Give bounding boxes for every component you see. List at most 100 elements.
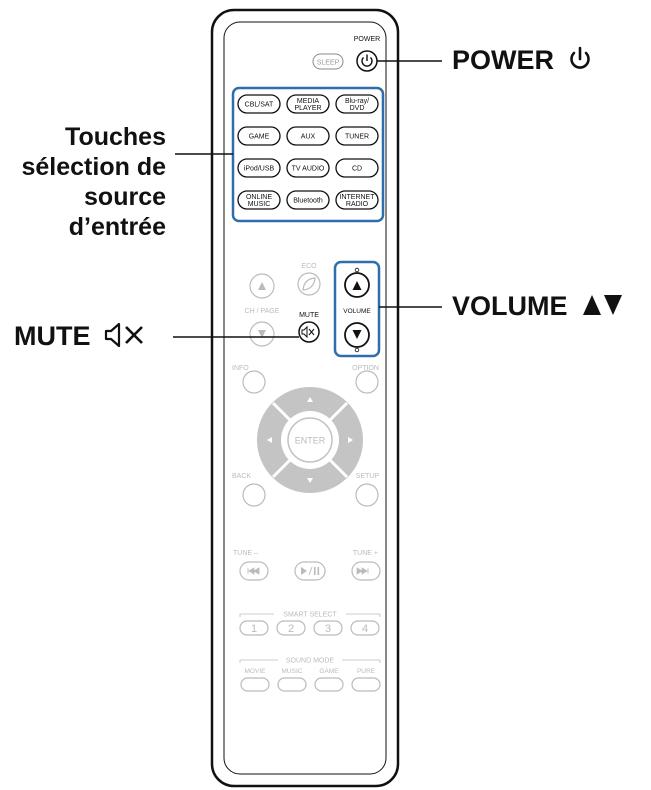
triangle-down-icon [258, 330, 266, 338]
cursor-down-icon [307, 478, 313, 483]
cursor-left-icon [267, 437, 272, 443]
smart-select-label: SMART SELECT [283, 612, 337, 619]
input-select-callout: Touches sélection de source d’entrée [22, 122, 167, 242]
source-button-label: AUX [301, 134, 316, 141]
triangle-up-icon [352, 281, 362, 290]
power-callout: POWER [452, 45, 592, 76]
sound-mode-label-pure: PURE [357, 668, 376, 675]
source-button-label: iPod/USB [244, 166, 275, 173]
volume-callout: VOLUME [452, 291, 623, 322]
setup-label: SETUP [356, 473, 380, 480]
sound-mode-label-music: MUSIC [282, 668, 303, 675]
source-button-label: Bluetooth [293, 198, 323, 205]
smart-select-buttons: 1 2 3 4 [239, 620, 380, 636]
remote-inner-outline [223, 21, 387, 775]
triangle-down-icon [352, 330, 362, 339]
triangle-up-icon [258, 282, 266, 290]
source-button-label: CD [352, 166, 362, 173]
skip-forward-icon [356, 567, 369, 575]
source-button-label: TV AUDIO [292, 166, 325, 173]
leaf-icon [302, 277, 316, 291]
volume-group-highlight [333, 260, 381, 358]
source-button-bluetooth[interactable]: Bluetooth [286, 190, 330, 210]
speaker-mute-icon [104, 322, 143, 348]
source-button-tuner[interactable]: TUNER [335, 126, 379, 146]
volume-up-button[interactable] [344, 272, 370, 298]
info-button[interactable] [242, 370, 266, 394]
next-track-button[interactable] [351, 561, 381, 581]
cursor-right-icon [348, 437, 353, 443]
power-icon [361, 54, 373, 67]
source-button-cd[interactable]: CD [335, 158, 379, 178]
skip-back-icon [247, 567, 260, 575]
sound-mode-label: SOUND MODE [286, 658, 335, 665]
smart-select-button-label: 2 [288, 623, 294, 635]
volume-callout-label: VOLUME [452, 291, 568, 321]
play-pause-button[interactable] [294, 561, 326, 581]
ch-page-up-button[interactable] [249, 273, 275, 299]
source-button-label: Blu-ray/DVD [345, 98, 369, 112]
mute-button-label: MUTE [299, 312, 319, 319]
source-button-label: CBL/SAT [245, 102, 274, 109]
mute-button[interactable] [298, 321, 320, 343]
smart-select-button-2[interactable]: 2 [276, 620, 306, 636]
power-icon [569, 46, 590, 69]
smart-select-button-label: 1 [251, 623, 257, 635]
source-button-blu-ray-dvd[interactable]: Blu-ray/DVD [335, 94, 379, 114]
enter-label: ENTER [295, 436, 326, 446]
eco-button[interactable] [297, 272, 321, 296]
sound-mode-label-game: GAME [319, 668, 339, 675]
sound-mode-label-movie: MOVIE [245, 668, 267, 675]
smart-select-button-label: 4 [362, 623, 368, 635]
source-button-ipod-usb[interactable]: iPod/USB [237, 158, 281, 178]
play-pause-icon [301, 567, 307, 575]
back-button[interactable] [242, 483, 266, 507]
mute-callout-label: MUTE [14, 321, 91, 351]
sleep-label: SLEEP [317, 60, 340, 67]
input-select-line-3: source [84, 183, 166, 211]
eco-label: ECO [301, 263, 317, 270]
input-select-line-1: Touches [65, 123, 166, 151]
enter-button[interactable]: ENTER [287, 417, 333, 463]
sound-mode-button-game[interactable] [314, 677, 344, 692]
speaker-mute-icon [301, 325, 315, 339]
tune-minus-label: TUNE – [233, 550, 258, 557]
smart-select-button-1[interactable]: 1 [239, 620, 269, 636]
setup-button[interactable] [355, 483, 379, 507]
tune-plus-label: TUNE + [353, 550, 378, 557]
mute-callout: MUTE [14, 321, 148, 352]
option-label: OPTION [352, 365, 379, 372]
sound-mode-buttons: MOVIE MUSIC GAME PURE [240, 668, 381, 692]
ch-page-down-button[interactable] [249, 321, 275, 347]
smart-select-button-3[interactable]: 3 [313, 620, 343, 636]
sound-mode-button-movie[interactable] [240, 677, 270, 692]
info-label: INFO [232, 365, 249, 372]
volume-down-button[interactable] [344, 322, 370, 348]
power-button-label: POWER [354, 36, 380, 43]
source-button-tv-audio[interactable]: TV AUDIO [286, 158, 330, 178]
source-button-cbl-sat[interactable]: CBL/SAT [237, 94, 281, 114]
input-select-line-2: sélection de [21, 153, 167, 181]
option-button[interactable] [355, 370, 379, 394]
previous-track-button[interactable] [239, 561, 269, 581]
source-button-label: TUNER [345, 134, 369, 141]
sound-mode-button-music[interactable] [277, 677, 307, 692]
power-button[interactable] [356, 50, 378, 72]
sound-mode-button-pure[interactable] [351, 677, 381, 692]
sleep-button[interactable]: SLEEP [312, 53, 344, 70]
back-label: BACK [232, 473, 251, 480]
smart-select-button-4[interactable]: 4 [350, 620, 380, 636]
source-button-game[interactable]: GAME [237, 126, 281, 146]
source-button-aux[interactable]: AUX [286, 126, 330, 146]
power-callout-label: POWER [452, 45, 555, 75]
input-select-line-4: d’entrée [68, 213, 166, 241]
cursor-up-icon [307, 397, 313, 402]
source-button-label: GAME [249, 134, 270, 141]
